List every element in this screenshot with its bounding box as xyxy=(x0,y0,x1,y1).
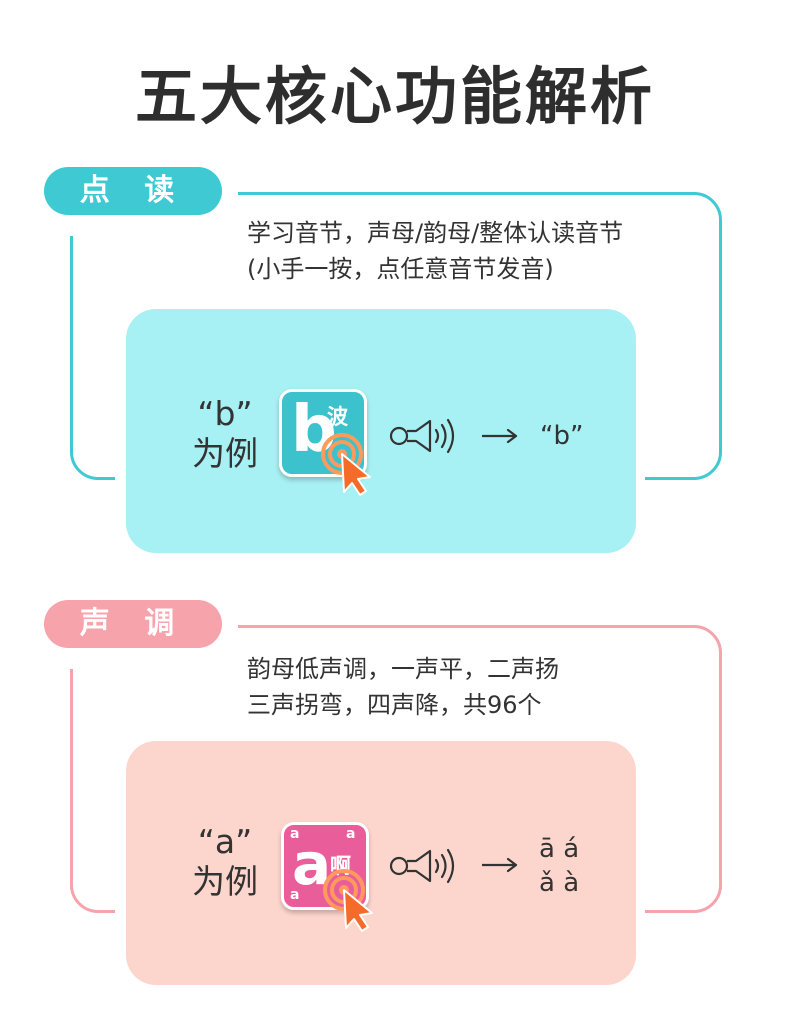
tile-hanzi: 波 xyxy=(327,405,348,429)
example-suffix: 为例 xyxy=(192,434,258,473)
tile-corner-top-right: a xyxy=(346,826,356,842)
tap-hand-icon xyxy=(323,869,373,932)
example-suffix: 为例 xyxy=(192,862,258,901)
result-tones-line2: ǎ à xyxy=(539,868,580,898)
section-desc-line2: 三声拐弯，四声降，共96个 xyxy=(247,691,542,719)
page-title: 五大核心功能解析 xyxy=(134,60,655,133)
section-label: 声 调 xyxy=(44,600,222,648)
tile-corner-top-left: a xyxy=(290,826,300,842)
example-label: “b” 为例 xyxy=(180,394,270,474)
example-card xyxy=(126,741,636,985)
speaker-icon xyxy=(389,418,455,454)
result-tones-line1: ā á xyxy=(539,834,580,864)
arrow-right-icon xyxy=(482,428,518,444)
tile-corner-bottom-left: a xyxy=(290,887,300,903)
example-label: “a” 为例 xyxy=(180,822,270,902)
speaker-icon xyxy=(389,848,455,884)
section-desc-line2: (小手一按，点任意音节发音) xyxy=(247,255,554,283)
tap-hand-icon xyxy=(321,433,371,496)
result-tones: ā á ǎ à xyxy=(539,832,579,900)
section-label: 点 读 xyxy=(44,167,222,215)
section-desc-line1: 学习音节，声母/韵母/整体认读音节 xyxy=(247,219,624,247)
result-sound: “b” xyxy=(540,421,584,451)
example-letter: “a” xyxy=(197,822,253,861)
example-card xyxy=(126,309,636,553)
example-letter: “b” xyxy=(197,394,253,433)
arrow-right-icon xyxy=(482,857,518,873)
section-desc-line1: 韵母低声调，一声平，二声扬 xyxy=(247,655,559,683)
